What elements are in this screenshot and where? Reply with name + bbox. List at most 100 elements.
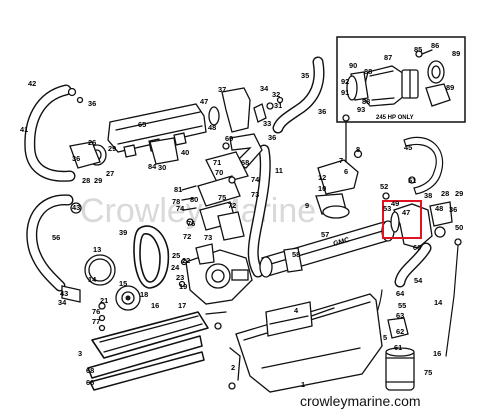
part-callout-48: 48 bbox=[435, 204, 443, 213]
part-callout-92: 92 bbox=[341, 77, 349, 86]
part-callout-54: 54 bbox=[414, 276, 423, 285]
part-callout-35: 35 bbox=[301, 71, 309, 80]
part-callout-15: 15 bbox=[119, 279, 127, 288]
part-callout-6: 6 bbox=[344, 167, 348, 176]
part-callout-14: 14 bbox=[434, 298, 443, 307]
part-callout-33: 33 bbox=[263, 119, 271, 128]
part-callout-37: 37 bbox=[218, 85, 226, 94]
part-callout-29: 29 bbox=[108, 144, 116, 153]
part-callout-87: 87 bbox=[384, 53, 392, 62]
part-callout-93: 93 bbox=[357, 105, 365, 114]
part-callout-16: 16 bbox=[151, 301, 159, 310]
part-callout-45: 45 bbox=[404, 143, 412, 152]
part-callout-17: 17 bbox=[178, 301, 186, 310]
part-callout-34: 34 bbox=[58, 298, 67, 307]
part-callout-84: 84 bbox=[148, 162, 157, 171]
part-callout-80: 80 bbox=[190, 195, 198, 204]
part-callout-38: 38 bbox=[424, 191, 432, 200]
part-callout-89: 89 bbox=[446, 83, 454, 92]
part-callout-36: 36 bbox=[72, 154, 80, 163]
part-callout-51: 51 bbox=[408, 176, 416, 185]
part-callout-49: 49 bbox=[391, 199, 399, 208]
part-callout-90: 90 bbox=[349, 61, 357, 70]
part-callout-12: 12 bbox=[318, 173, 326, 182]
center-brackets bbox=[197, 142, 249, 241]
part-callout-63: 63 bbox=[396, 311, 404, 320]
water-pump bbox=[185, 243, 253, 305]
part-callout-58: 58 bbox=[292, 250, 300, 259]
part-callout-78: 78 bbox=[172, 197, 180, 206]
part-callout-88: 88 bbox=[362, 97, 370, 106]
part-callout-23: 23 bbox=[176, 273, 184, 282]
part-callout-65: 65 bbox=[138, 120, 146, 129]
hoses bbox=[24, 56, 444, 292]
part-callout-29: 29 bbox=[455, 189, 463, 198]
part-callout-4: 4 bbox=[294, 306, 299, 315]
watermark-text: Crowley Marine bbox=[80, 192, 316, 230]
part-callout-36: 36 bbox=[449, 205, 457, 214]
cooler-label: GMC bbox=[333, 237, 351, 248]
part-callout-2: 2 bbox=[231, 363, 235, 372]
part-callout-16: 16 bbox=[433, 349, 441, 358]
part-callout-74: 74 bbox=[251, 175, 260, 184]
part-callout-75: 75 bbox=[218, 193, 226, 202]
part-callout-66: 66 bbox=[86, 378, 94, 387]
part-callout-28: 28 bbox=[82, 176, 90, 185]
part-callout-60: 60 bbox=[413, 243, 421, 252]
part-callout-69: 69 bbox=[225, 134, 233, 143]
part-callout-73: 73 bbox=[204, 233, 212, 242]
pulley-gasket bbox=[61, 254, 141, 311]
part-callout-57: 57 bbox=[321, 230, 329, 239]
part-callout-85: 85 bbox=[414, 45, 422, 54]
part-callout-72: 72 bbox=[228, 201, 236, 210]
right-elbow bbox=[382, 200, 453, 249]
part-callout-34: 34 bbox=[260, 84, 269, 93]
part-callout-3: 3 bbox=[78, 349, 82, 358]
part-callout-13: 13 bbox=[93, 245, 101, 254]
part-callout-62: 62 bbox=[396, 327, 404, 336]
part-callout-91: 91 bbox=[341, 88, 349, 97]
part-callout-81: 81 bbox=[174, 185, 182, 194]
part-callout-73: 73 bbox=[251, 190, 259, 199]
part-callout-47: 47 bbox=[402, 208, 410, 217]
part-callout-89: 89 bbox=[452, 49, 460, 58]
part-callout-72: 72 bbox=[183, 232, 191, 241]
part-callout-50: 50 bbox=[455, 223, 463, 232]
part-callout-74: 74 bbox=[176, 204, 185, 213]
flanges-left bbox=[67, 87, 179, 214]
part-callout-70: 70 bbox=[215, 168, 223, 177]
part-callout-8: 8 bbox=[356, 145, 360, 154]
part-callout-64: 64 bbox=[396, 289, 405, 298]
part-callout-14: 14 bbox=[88, 275, 97, 284]
pan-gasket bbox=[87, 311, 241, 391]
part-callout-1: 1 bbox=[301, 380, 305, 389]
part-callout-55: 55 bbox=[398, 301, 406, 310]
part-callout-88: 88 bbox=[364, 67, 372, 76]
drive-belt bbox=[133, 225, 170, 289]
exhaust-manifold bbox=[87, 87, 267, 169]
part-callout-61: 61 bbox=[394, 343, 402, 352]
part-callout-31: 31 bbox=[274, 101, 282, 110]
part-callout-36: 36 bbox=[318, 107, 326, 116]
oil-filter-dipstick bbox=[367, 238, 462, 391]
part-callout-5: 5 bbox=[383, 333, 387, 342]
part-callout-27: 27 bbox=[106, 169, 114, 178]
part-callout-40: 40 bbox=[181, 148, 189, 157]
part-callout-9: 9 bbox=[305, 201, 309, 210]
part-callout-36: 36 bbox=[88, 99, 96, 108]
part-callout-76: 76 bbox=[92, 307, 100, 316]
inset-245hp: 245 HP ONLY bbox=[336, 36, 466, 123]
part-callout-30: 30 bbox=[158, 163, 166, 172]
part-callout-26: 26 bbox=[88, 138, 96, 147]
part-callout-42: 42 bbox=[28, 79, 36, 88]
part-callout-52: 52 bbox=[380, 182, 388, 191]
part-callout-76: 76 bbox=[187, 219, 195, 228]
part-callout-32: 32 bbox=[272, 90, 280, 99]
part-callout-18: 18 bbox=[140, 290, 148, 299]
heat-exchanger: GMC bbox=[259, 220, 395, 278]
part-callout-56: 56 bbox=[52, 233, 60, 242]
part-callout-77: 77 bbox=[92, 317, 100, 326]
part-callout-36: 36 bbox=[268, 133, 276, 142]
